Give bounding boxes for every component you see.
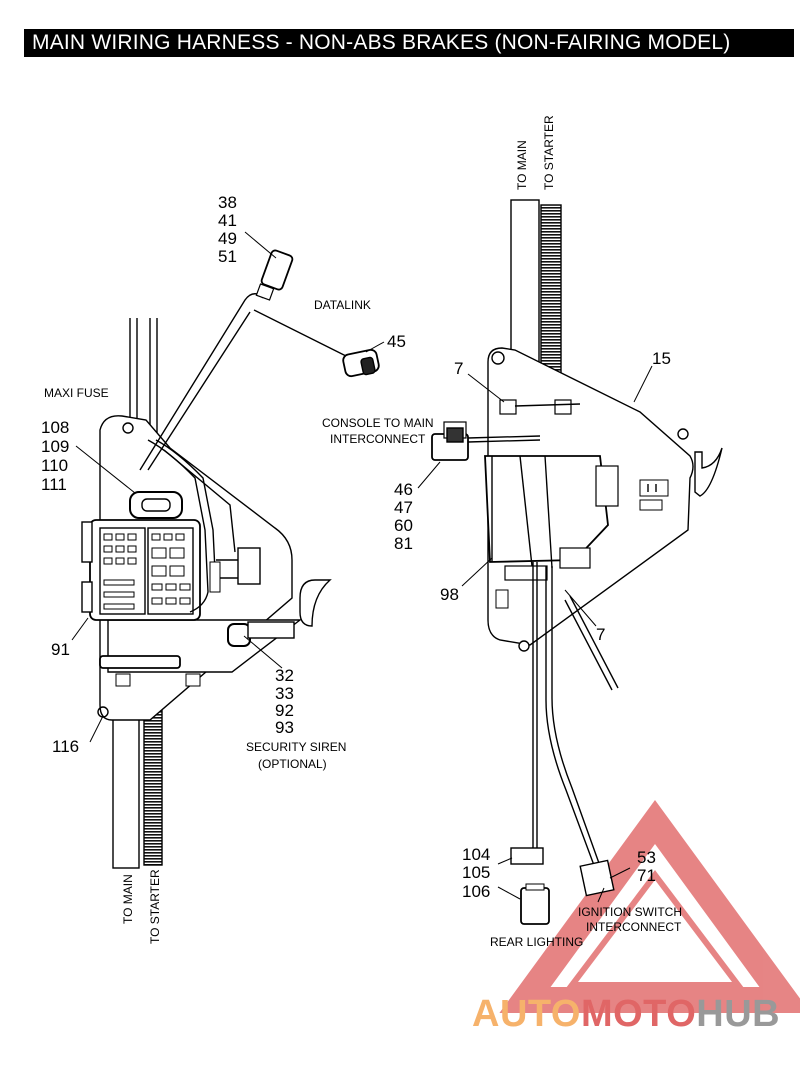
- left-harness-assembly: [81, 249, 380, 869]
- label-ignition-line1: IGNITION SWITCH: [578, 905, 682, 919]
- page-title: MAIN WIRING HARNESS - NON-ABS BRAKES (NO…: [24, 29, 794, 57]
- left-labels: DATALINK MAXI FUSE SECURITY SIREN (OPTIO…: [44, 298, 371, 944]
- callout-109: 109: [41, 437, 69, 456]
- callout-7-bottom: 7: [596, 625, 605, 644]
- right-leader-lines: [417, 365, 653, 903]
- watermark-moto: MOTO: [581, 993, 696, 1035]
- callout-46: 46: [394, 480, 413, 499]
- callout-7-top: 7: [454, 359, 463, 378]
- callout-92: 92: [275, 701, 294, 720]
- callout-104: 104: [462, 845, 490, 864]
- right-callouts: 7 15 46 47 60 81 98 7 104 105 106 53 71: [394, 349, 671, 901]
- callout-41: 41: [218, 211, 237, 230]
- svg-text:AUTOMOTOHUB: AUTOMOTOHUB: [472, 993, 780, 1035]
- callout-105: 105: [462, 863, 490, 882]
- callout-45: 45: [387, 332, 406, 351]
- callout-81: 81: [394, 534, 413, 553]
- right-harness-assembly: [431, 199, 723, 925]
- callout-93: 93: [275, 718, 294, 737]
- label-optional: (OPTIONAL): [258, 757, 327, 771]
- callout-32: 32: [275, 666, 294, 685]
- callout-116: 116: [52, 737, 79, 756]
- left-leader-lines: [71, 231, 385, 743]
- callout-38: 38: [218, 193, 237, 212]
- label-to-starter-left: TO STARTER: [148, 869, 162, 944]
- watermark-hub: HUB: [696, 993, 780, 1035]
- right-labels: TO MAIN TO STARTER CONSOLE TO MAIN INTER…: [322, 115, 682, 949]
- callout-47: 47: [394, 498, 413, 517]
- watermark-auto: AUTO: [472, 993, 581, 1035]
- callout-106: 106: [462, 882, 490, 901]
- callout-108: 108: [41, 418, 69, 437]
- callout-111: 111: [41, 475, 67, 494]
- label-ignition-line2: INTERCONNECT: [586, 920, 682, 934]
- watermark-text: AUTOMOTOHUB: [472, 993, 780, 1035]
- callout-53: 53: [637, 848, 656, 867]
- label-maxi-fuse: MAXI FUSE: [44, 386, 109, 400]
- label-to-main-right: TO MAIN: [515, 140, 529, 190]
- label-to-starter-right: TO STARTER: [542, 115, 556, 190]
- callout-60: 60: [394, 516, 413, 535]
- label-to-main-left: TO MAIN: [121, 874, 135, 924]
- callout-110: 110: [41, 456, 68, 475]
- label-console-line2: INTERCONNECT: [330, 432, 426, 446]
- watermark-logo: [499, 799, 800, 1013]
- label-security-siren: SECURITY SIREN: [246, 740, 346, 754]
- left-callouts: 38 41 49 51 45 108 109 110 111 91 32 33 …: [41, 193, 406, 756]
- callout-71: 71: [637, 866, 656, 885]
- callout-91: 91: [51, 640, 70, 659]
- callout-33: 33: [275, 684, 294, 703]
- label-rear-lighting: REAR LIGHTING: [490, 935, 583, 949]
- label-datalink: DATALINK: [314, 298, 371, 312]
- callout-98: 98: [440, 585, 459, 604]
- label-console-line1: CONSOLE TO MAIN: [322, 416, 434, 430]
- callout-15: 15: [652, 349, 671, 368]
- callout-51: 51: [218, 247, 237, 266]
- callout-49: 49: [218, 229, 237, 248]
